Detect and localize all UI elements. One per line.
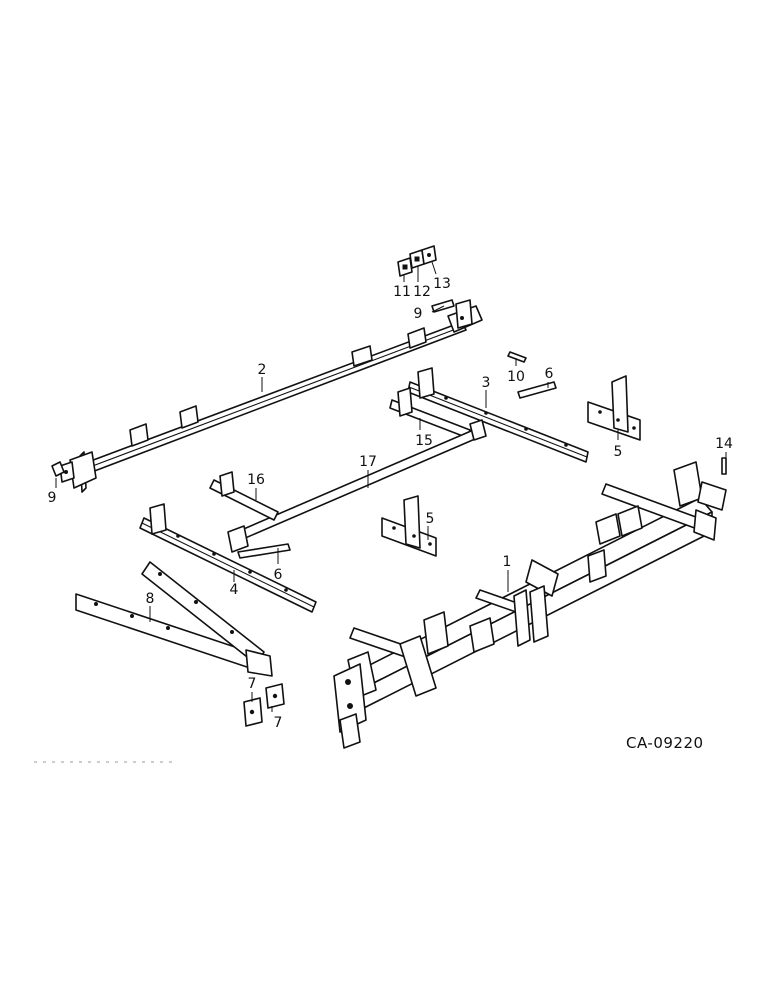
callout-5-middle: 5 bbox=[426, 511, 435, 527]
callout-1: 1 bbox=[503, 554, 512, 570]
part-8-hitch-frame bbox=[75, 561, 273, 677]
callout-10: 10 bbox=[507, 369, 525, 385]
callout-11: 11 bbox=[393, 284, 411, 300]
callout-6-lower: 6 bbox=[274, 567, 283, 583]
callout-7-b: 7 bbox=[274, 715, 283, 731]
part-4-angle-bar bbox=[139, 503, 317, 613]
callout-2: 2 bbox=[258, 362, 267, 378]
callout-17: 17 bbox=[359, 454, 377, 470]
part-16-bar bbox=[209, 471, 279, 521]
callout-9-left: 9 bbox=[48, 490, 57, 506]
part-14-pin bbox=[721, 457, 727, 475]
part-11-plate bbox=[397, 257, 413, 277]
part-7-clip-b bbox=[265, 683, 285, 709]
part-9-pin-left bbox=[51, 461, 65, 477]
callout-5-right: 5 bbox=[614, 444, 623, 460]
part-6-rod-lower bbox=[237, 543, 291, 559]
part-1-main-frame bbox=[333, 461, 727, 749]
part-5-bracket-right bbox=[587, 375, 641, 441]
callout-8: 8 bbox=[146, 591, 155, 607]
callout-12: 12 bbox=[413, 284, 431, 300]
drawing-id-label: CA-09220 bbox=[626, 734, 704, 752]
part-7-clip-a bbox=[243, 697, 263, 727]
leader-lines bbox=[55, 261, 727, 712]
part-2-rear-bar bbox=[59, 299, 483, 493]
callout-4: 4 bbox=[230, 582, 239, 598]
callout-14: 14 bbox=[715, 436, 733, 452]
part-17-rod bbox=[227, 419, 487, 553]
callout-16: 16 bbox=[247, 472, 265, 488]
callout-labels: 1 2 3 4 5 5 6 6 7 7 8 9 9 10 11 12 13 14… bbox=[48, 276, 733, 731]
callout-6-upper: 6 bbox=[545, 366, 554, 382]
callout-7-a: 7 bbox=[248, 676, 257, 692]
callout-9-top: 9 bbox=[414, 306, 423, 322]
callout-15: 15 bbox=[415, 433, 433, 449]
part-13-plate bbox=[421, 245, 437, 265]
callout-3: 3 bbox=[482, 375, 491, 391]
part-6-rod-upper bbox=[517, 381, 557, 399]
part-10-pin bbox=[507, 351, 527, 363]
callout-13: 13 bbox=[433, 276, 451, 292]
part-5-bracket-middle bbox=[381, 495, 437, 557]
